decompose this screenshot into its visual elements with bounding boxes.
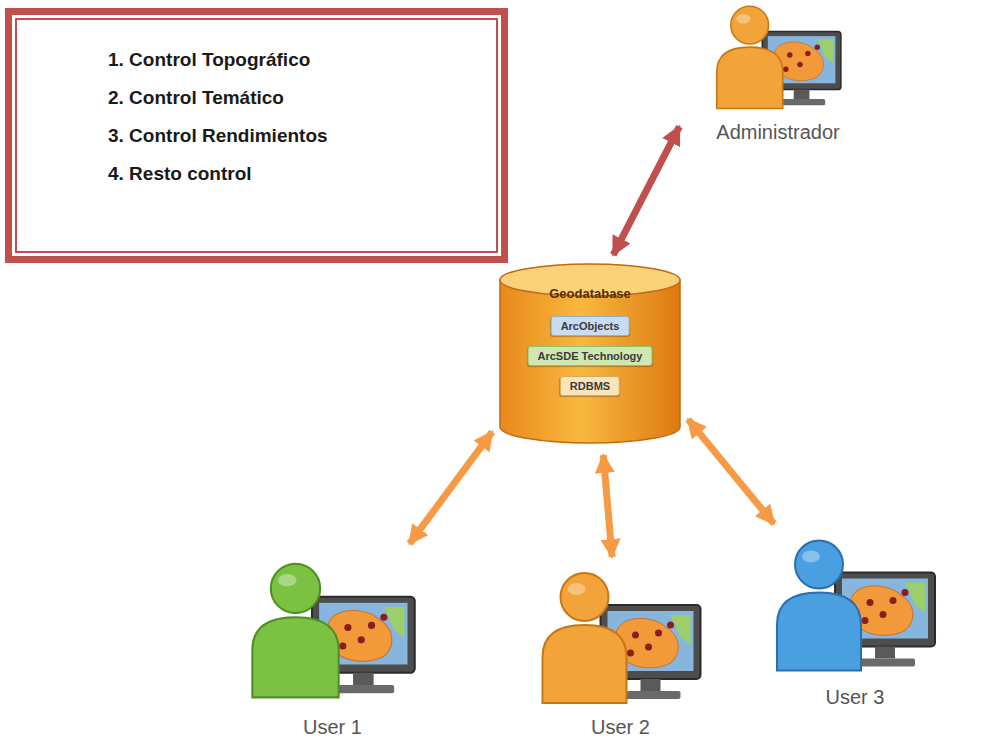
user-workstation: User 1 [240, 550, 425, 745]
user-icon [240, 550, 425, 705]
layer-label: RDBMS [570, 380, 610, 392]
user-icon [683, 0, 873, 110]
user-label: User 1 [240, 716, 425, 739]
layer-box: ArcObjects [551, 316, 630, 336]
geodatabase: GeodatabaseArcObjectsArcSDE TechnologyRD… [497, 262, 683, 447]
user-workstation: Administrador [683, 0, 873, 150]
user-label: User 2 [528, 716, 713, 739]
user-workstation: User 3 [765, 530, 945, 715]
user-label: Administrador [683, 121, 873, 144]
list-item: 3. Control Rendimientos [108, 117, 501, 155]
user-icon [765, 530, 945, 675]
layer-label: ArcSDE Technology [538, 350, 643, 362]
layer-label: ArcObjects [561, 320, 620, 332]
list-item: 1. Control Topográfico [108, 41, 501, 79]
user-icon [528, 565, 713, 705]
list-item: 4. Resto control [108, 155, 501, 193]
list-item: 2. Control Temático [108, 79, 501, 117]
layer-box: ArcSDE Technology [528, 346, 653, 366]
double-arrow [410, 432, 493, 544]
user-label: User 3 [765, 686, 945, 709]
user-workstation: User 2 [528, 565, 713, 745]
double-arrow [603, 455, 612, 557]
database-title: Geodatabase [497, 286, 683, 301]
double-arrow [688, 419, 774, 523]
double-arrow [613, 127, 679, 255]
layer-box: RDBMS [560, 376, 620, 396]
list-box: 1. Control Topográfico2. Control Temátic… [5, 8, 508, 263]
